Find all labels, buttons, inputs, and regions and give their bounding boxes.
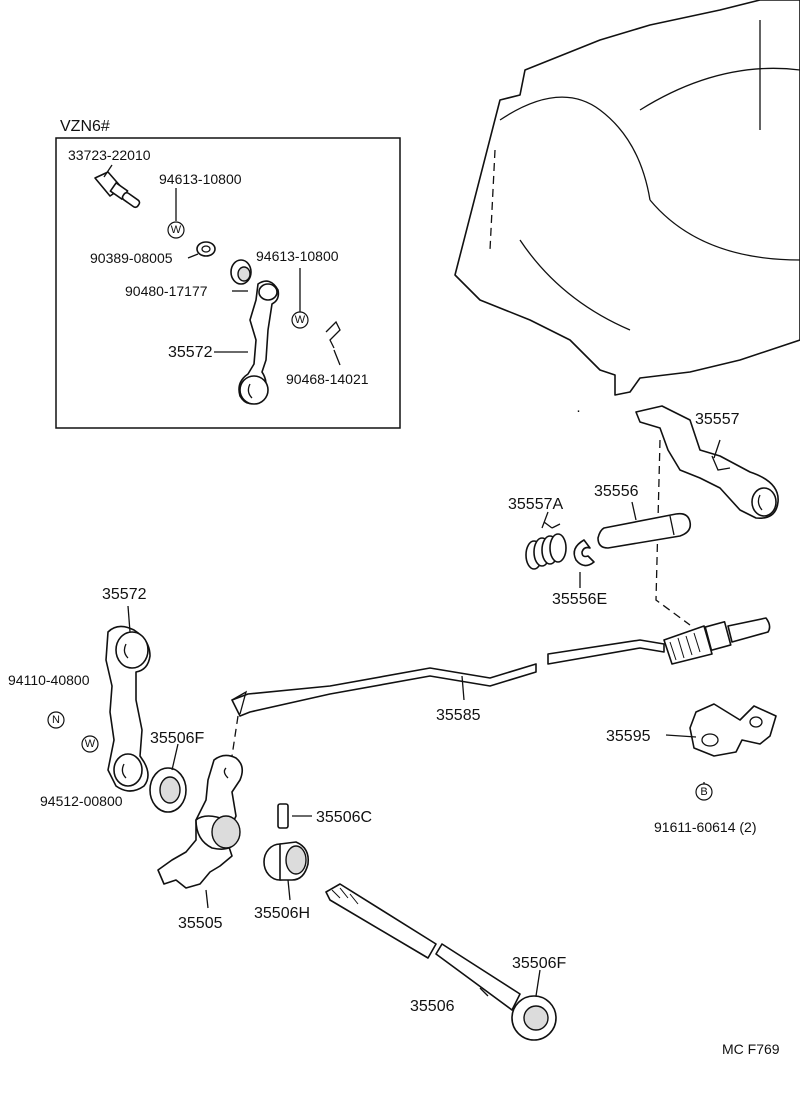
washer-symbol-w2 bbox=[291, 268, 309, 329]
nut-symbol-n-text: N bbox=[52, 714, 60, 726]
washer-symbol-w-main bbox=[81, 735, 99, 753]
bolt-symbol-b bbox=[695, 783, 713, 801]
bushing-35506H bbox=[263, 841, 310, 901]
washer-symbol-w-main-text: W bbox=[85, 738, 96, 750]
e-ring-35556E bbox=[573, 539, 595, 588]
label-91611-60614: 91611-60614 (2) bbox=[654, 819, 756, 835]
label-35595: 35595 bbox=[606, 728, 651, 745]
sensor-33723 bbox=[94, 164, 141, 209]
detent-sector-35505 bbox=[157, 754, 244, 909]
label-90468-14021: 90468-14021 bbox=[286, 371, 369, 387]
label-35572-main: 35572 bbox=[102, 586, 147, 603]
inset-title: VZN6# bbox=[60, 118, 110, 135]
label-35557A: 35557A bbox=[508, 496, 563, 513]
lever-35557 bbox=[635, 405, 779, 626]
clip-90468 bbox=[325, 320, 341, 366]
label-35572-inset: 35572 bbox=[168, 344, 213, 361]
pin-35506C bbox=[277, 803, 312, 829]
washer-symbol-w2-text: W bbox=[295, 314, 306, 326]
shaft-35506 bbox=[325, 883, 521, 1011]
cable-35585 bbox=[231, 617, 771, 757]
cable-end-fitting bbox=[663, 617, 771, 665]
label-94110-40800: 94110-40800 bbox=[8, 672, 90, 688]
label-35506H: 35506H bbox=[254, 905, 310, 922]
label-35506F-b: 35506F bbox=[512, 955, 566, 972]
label-33723-22010: 33723-22010 bbox=[68, 147, 151, 163]
label-90389-08005: 90389-08005 bbox=[90, 250, 173, 266]
label-35557: 35557 bbox=[695, 411, 740, 428]
label-35556E: 35556E bbox=[552, 591, 607, 608]
label-94613-10800-b: 94613-10800 bbox=[256, 248, 339, 264]
label-90480-17177: 90480-17177 bbox=[125, 283, 208, 299]
pin-35556 bbox=[597, 501, 692, 549]
label-35506F-a: 35506F bbox=[150, 730, 204, 747]
label-35505: 35505 bbox=[178, 915, 223, 932]
washer-symbol-w1 bbox=[167, 188, 185, 239]
speck-mark: · bbox=[576, 402, 581, 419]
bracket-35595 bbox=[665, 703, 777, 800]
lever-35572-inset bbox=[214, 280, 280, 405]
washer-90480 bbox=[230, 259, 252, 292]
nut-symbol-n bbox=[47, 711, 65, 729]
bushing-90389 bbox=[187, 241, 216, 259]
spring-35557A bbox=[525, 511, 567, 570]
label-35556: 35556 bbox=[594, 483, 639, 500]
label-94512-00800: 94512-00800 bbox=[40, 793, 123, 809]
washer-symbol-w1-text: W bbox=[171, 224, 182, 236]
label-94613-10800-a: 94613-10800 bbox=[159, 171, 242, 187]
label-35506C: 35506C bbox=[316, 809, 372, 826]
inset-panel: VZN6# 33723-22010 94613-10800 W 90389-08… bbox=[55, 118, 401, 429]
transmission-case bbox=[454, 0, 800, 396]
diagram-code: MC F769 bbox=[722, 1041, 780, 1057]
label-35585: 35585 bbox=[436, 707, 481, 724]
inset-frame bbox=[55, 137, 401, 429]
seal-35506F-a bbox=[149, 743, 187, 813]
bolt-symbol-b-text: B bbox=[700, 786, 707, 798]
label-35506: 35506 bbox=[410, 998, 455, 1015]
seal-35506F-b bbox=[511, 969, 557, 1041]
lever-35572-main bbox=[105, 605, 151, 792]
